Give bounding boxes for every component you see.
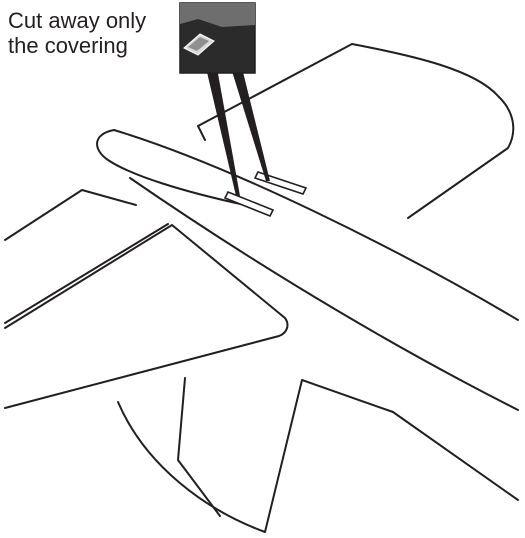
fuselage-top-edge — [114, 130, 518, 320]
fuselage-nose — [97, 130, 245, 205]
pointer-line-right — [231, 68, 270, 181]
pointer-line-left — [206, 68, 240, 196]
front-slot — [225, 192, 273, 216]
rear-slot — [255, 172, 306, 194]
fuselage-tail-edge — [393, 412, 518, 500]
near-wing-leading-edge — [5, 190, 136, 240]
near-wing-hinge-line — [5, 224, 168, 323]
stabilizer-outline — [118, 380, 393, 532]
stabilizer-inner-edge — [178, 378, 220, 516]
inset-detail-image — [180, 3, 255, 73]
near-wing-trailing-edge — [5, 225, 287, 408]
fuselage-bottom-edge — [130, 178, 518, 410]
far-wing-root-edge — [198, 126, 205, 140]
